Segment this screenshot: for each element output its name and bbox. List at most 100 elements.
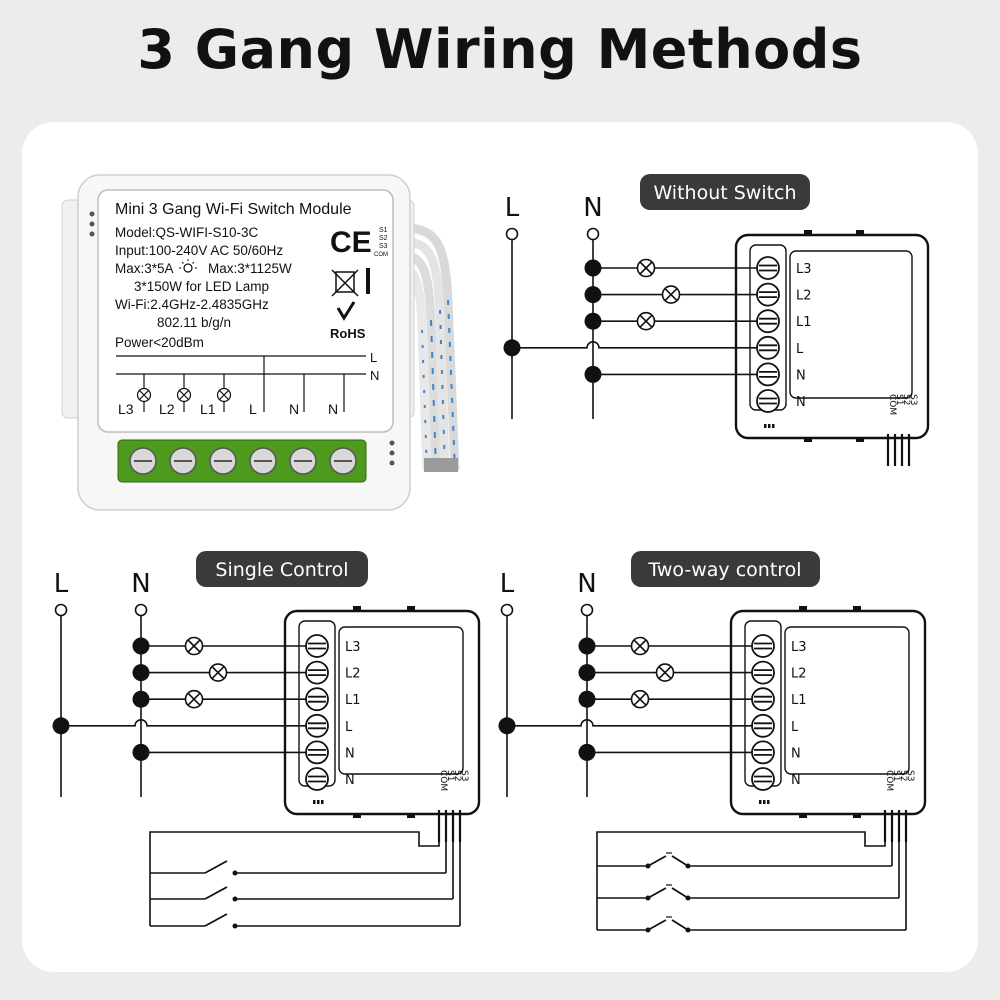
module-max-power: Max:3*1125W bbox=[208, 261, 292, 276]
com-wire bbox=[596, 831, 886, 930]
terminal-screws bbox=[129, 447, 357, 475]
terminal-screw-icon bbox=[756, 309, 780, 334]
label-without-switch: Without Switch bbox=[640, 174, 810, 210]
module-max-current: Max:3*5A bbox=[115, 261, 174, 276]
screw-head bbox=[751, 767, 775, 791]
rail-label-n: N bbox=[583, 193, 602, 223]
lamp-cross bbox=[633, 639, 647, 653]
terminal-screw-icon bbox=[305, 687, 329, 712]
label-bottom-l1: L1 bbox=[200, 401, 216, 417]
label-bottom-l3: L3 bbox=[118, 401, 134, 417]
live-feed-wire bbox=[512, 341, 757, 349]
box-tab bbox=[799, 606, 807, 611]
terminal-label-l-3: L bbox=[791, 720, 799, 735]
module-illustration: Mini 3 Gang Wi-Fi Switch Module Model:QS… bbox=[61, 174, 460, 511]
terminal-label-l-3: L bbox=[796, 342, 804, 357]
svg-text:Two-way control: Two-way control bbox=[647, 559, 801, 581]
screw-head bbox=[751, 634, 775, 658]
switch-label-s3: S3 bbox=[908, 394, 918, 405]
module-inner-panel bbox=[784, 626, 910, 775]
label-two-way-control: Two-way control bbox=[631, 551, 820, 587]
module-inner-panel bbox=[789, 250, 913, 399]
lamp-icon-2 bbox=[655, 663, 675, 682]
bulb-icon bbox=[179, 259, 197, 273]
terminal-screw-icon bbox=[305, 713, 329, 738]
rail-terminal-l bbox=[54, 603, 68, 617]
page-title: 3 Gang Wiring Methods bbox=[137, 18, 863, 81]
terminal-screw-icon bbox=[756, 282, 780, 307]
switch-blade bbox=[204, 886, 228, 900]
screw-head bbox=[756, 282, 780, 307]
module-wifi-std: 802.11 b/g/n bbox=[157, 315, 231, 330]
box-vent bbox=[763, 800, 766, 804]
terminal-screw-icon bbox=[751, 713, 775, 738]
lamp-cross bbox=[639, 314, 653, 328]
switch-blade bbox=[647, 855, 667, 867]
lamp-icon-3 bbox=[630, 636, 650, 656]
module-s1: S1 bbox=[379, 227, 388, 234]
screw-head bbox=[751, 740, 775, 765]
lamp-cross bbox=[633, 692, 647, 706]
module-s2: S2 bbox=[379, 235, 388, 242]
terminal-screw-icon bbox=[305, 740, 329, 765]
screw-head bbox=[305, 634, 329, 658]
lamp-icon-3 bbox=[184, 636, 204, 656]
label-bottom-l: L bbox=[249, 401, 257, 417]
screw-head bbox=[756, 256, 780, 280]
terminal-label-n-5: N bbox=[796, 395, 806, 410]
switch-label-s3: S3 bbox=[459, 770, 469, 781]
module-s3: S3 bbox=[379, 243, 388, 250]
switch-label-s1: S1 bbox=[891, 770, 901, 781]
com-wire bbox=[149, 831, 440, 926]
module-com: COM bbox=[374, 252, 388, 258]
lamp-icon-2 bbox=[661, 285, 681, 304]
switch-label-s3: S3 bbox=[905, 770, 915, 781]
lamp-cross bbox=[187, 639, 201, 653]
terminal-label-n-5: N bbox=[791, 773, 801, 788]
label-schematic bbox=[116, 355, 366, 412]
switch-label-com: COM bbox=[438, 770, 448, 791]
ce-mark: CE bbox=[330, 226, 372, 259]
rail-terminal-l bbox=[500, 603, 514, 617]
terminal-label-l3-0: L3 bbox=[345, 640, 361, 655]
switch-label-com: COM bbox=[884, 770, 894, 791]
lamp-icon-1 bbox=[630, 689, 650, 709]
module-input: Input:100-240V AC 50/60Hz bbox=[115, 243, 283, 258]
terminal-label-l2-1: L2 bbox=[345, 667, 361, 682]
box-tab bbox=[804, 438, 812, 442]
box-vent bbox=[772, 424, 775, 428]
screw-head bbox=[756, 362, 780, 387]
module-power: Power<20dBm bbox=[115, 335, 204, 350]
lamp-icon-1 bbox=[184, 689, 204, 709]
switch-pivot bbox=[645, 863, 651, 869]
terminal-screw-icon bbox=[305, 660, 329, 685]
label-bottom-n2: N bbox=[328, 401, 338, 417]
switch-label-s2: S2 bbox=[898, 770, 908, 781]
terminal-screw-icon bbox=[756, 389, 780, 413]
terminal-screw-icon bbox=[305, 634, 329, 658]
live-feed-wire bbox=[507, 719, 752, 727]
module-led: 3*150W for LED Lamp bbox=[134, 279, 269, 294]
screw-head bbox=[751, 687, 775, 712]
terminal-screw-icon bbox=[751, 687, 775, 712]
screw-head bbox=[756, 309, 780, 334]
switch-label-s2: S2 bbox=[901, 394, 911, 405]
svg-text:Without Switch: Without Switch bbox=[653, 182, 796, 204]
box-vent bbox=[317, 800, 320, 804]
rail-label-n: N bbox=[131, 569, 150, 599]
module-model: Model:QS-WIFI-S10-3C bbox=[115, 225, 259, 240]
rohs-mark: RoHS bbox=[330, 326, 366, 341]
box-vent bbox=[764, 424, 767, 428]
rail-terminal-l bbox=[505, 227, 519, 241]
ribbon-wires bbox=[404, 223, 460, 472]
lamp-icon-1 bbox=[636, 311, 656, 331]
lamp-cross bbox=[658, 666, 672, 680]
box-tab bbox=[407, 606, 415, 611]
terminal-label-n-4: N bbox=[345, 746, 355, 761]
switch-blade bbox=[671, 919, 689, 931]
box-tab bbox=[856, 230, 864, 235]
box-tab bbox=[353, 814, 361, 818]
